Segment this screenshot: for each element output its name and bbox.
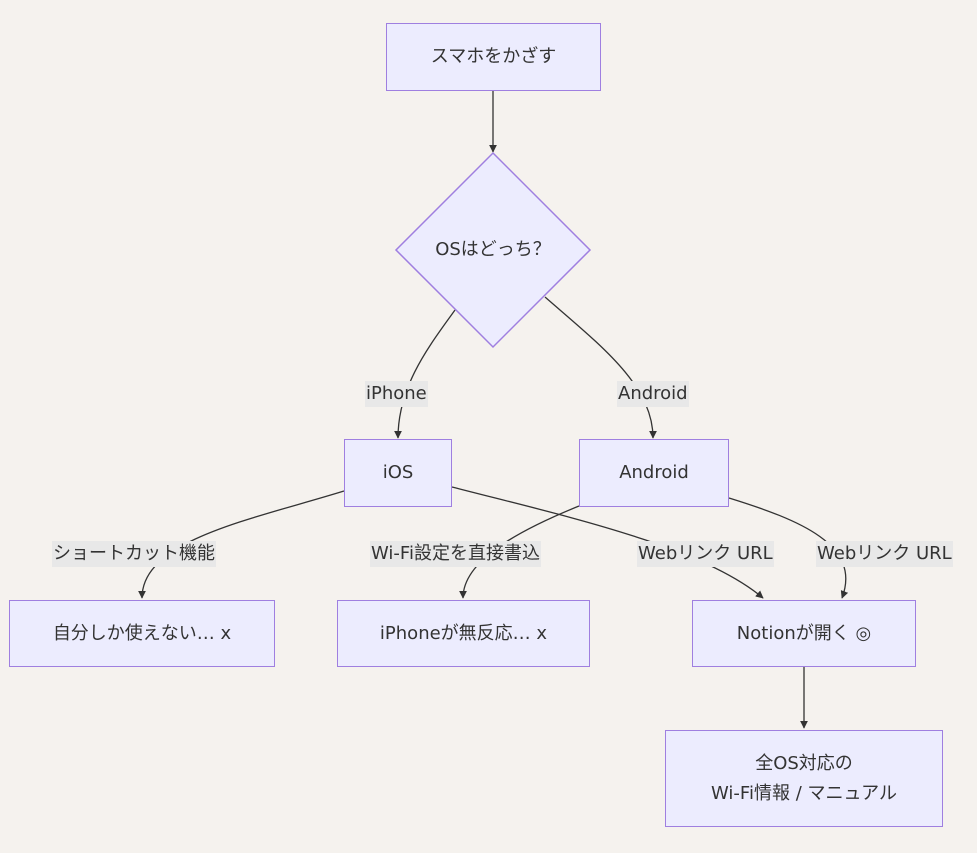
node-all-os-info-line2: Wi-Fi情報 / マニュアル xyxy=(711,782,897,804)
decision-diamond xyxy=(394,151,592,349)
node-only-me-text: 自分しか使えない… x xyxy=(52,622,232,644)
edge-decision-to-ios xyxy=(394,309,456,439)
node-notion-opens-text: Notionが開く ◎ xyxy=(736,622,872,644)
node-notion-opens: Notionが開く ◎ xyxy=(692,600,916,667)
node-ios: iOS xyxy=(344,439,452,507)
edge-label-android: Android xyxy=(617,381,689,407)
node-decision-text: OSはどっち？ xyxy=(435,239,551,260)
edge-decision-to-android xyxy=(544,296,657,439)
edge-ios-to-only-me xyxy=(138,490,345,599)
node-start: スマホをかざす xyxy=(386,23,601,91)
edge-ios-to-notion xyxy=(451,486,764,599)
edge-label-iphone: iPhone xyxy=(365,381,428,407)
node-ios-text: iOS xyxy=(382,462,414,483)
node-only-me: 自分しか使えない… x xyxy=(9,600,275,667)
node-all-os-info: 全OS対応の Wi-Fi情報 / マニュアル xyxy=(665,730,943,827)
edge-label-web-link-ios: Webリンク URL xyxy=(637,541,774,567)
node-iphone-no-response: iPhoneが無反応… x xyxy=(337,600,590,667)
edge-android-to-notion xyxy=(728,497,849,599)
edge-label-web-link-android: Webリンク URL xyxy=(816,541,953,567)
node-android-text: Android xyxy=(619,462,689,483)
node-all-os-info-line1: 全OS対応の xyxy=(755,752,853,774)
edge-label-wifi-write: Wi-Fi設定を直接書込 xyxy=(370,541,541,567)
node-iphone-no-response-text: iPhoneが無反応… x xyxy=(379,622,548,644)
node-android: Android xyxy=(579,439,729,507)
node-start-text: スマホをかざす xyxy=(430,46,557,67)
edge-label-shortcut: ショートカット機能 xyxy=(52,541,216,567)
